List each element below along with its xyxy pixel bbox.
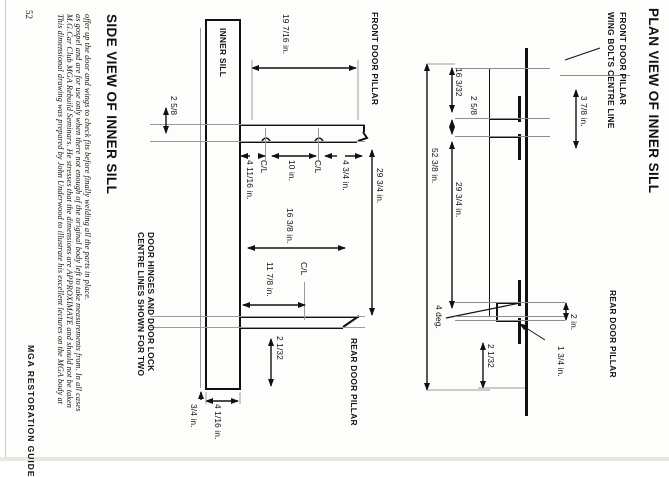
dim-label-16-3-32: 16 3/32 <box>454 68 464 97</box>
plan-ext-line-1 <box>455 68 550 69</box>
side-hinge-notch-1 <box>262 138 270 141</box>
plan-rear-step-top <box>496 302 520 304</box>
side-sill-right-end <box>363 124 365 132</box>
wing-bolts-label: WING BOLTS CENTRE LINE <box>606 12 616 129</box>
plan-ext-line-6 <box>455 320 565 321</box>
plan-front-step-rib-lower <box>518 134 521 160</box>
side-lower-sill-bottom <box>239 327 343 329</box>
side-pillar-bottom-edge <box>205 388 241 390</box>
plan-rear-step-bottom <box>496 320 520 322</box>
side-sill-end-chamfer <box>358 132 367 141</box>
plan-ext-line-3 <box>455 136 550 137</box>
side-lock-centre <box>304 282 305 320</box>
dim-label-4-deg: 4 deg. <box>434 305 444 329</box>
dim-label-3-7-8: 3 7/8 in. <box>579 96 589 127</box>
plan-wing-bolts-leader <box>565 48 600 60</box>
plan-ext-line-5 <box>455 302 565 303</box>
plan-rear-pillar-label: REAR DOOR PILLAR <box>608 290 618 378</box>
dim-label-2-1-32-plan: 2 1/32 <box>486 344 496 368</box>
side-construction-line-lower <box>150 316 365 317</box>
side-lower-sill-top <box>239 316 359 318</box>
dim-label-2in: 2 in. <box>569 314 579 331</box>
side-construction-line-top <box>150 124 365 125</box>
side-dimension-arrows <box>163 0 375 404</box>
plan-rear-rib-lower <box>518 318 521 344</box>
plan-inner-face <box>489 68 490 316</box>
dim-label-2-5-8-plan: 2 5/8 <box>469 96 479 116</box>
plan-view-vector-overlay <box>0 0 669 461</box>
side-construction-line-lower2 <box>150 327 365 328</box>
plan-dimension-arrows <box>424 63 579 391</box>
plan-front-pillar-label: FRONT DOOR PILLAR <box>618 12 628 106</box>
plan-taper-4deg <box>446 303 520 318</box>
plan-rear-rib-upper <box>518 280 521 306</box>
side-view-vector-overlay <box>0 0 669 461</box>
side-pillar-top-edge <box>205 19 241 21</box>
side-pillar-right-edge <box>239 19 241 389</box>
plan-front-step-rib-upper <box>518 96 521 122</box>
side-vertical-reference <box>200 28 201 388</box>
side-hinge-centre-2 <box>318 128 319 160</box>
plan-ext-line-4 <box>455 316 565 317</box>
scan-left-edge <box>0 0 6 461</box>
plan-rear-step-leader <box>519 323 545 340</box>
side-sill-top-face <box>239 124 365 126</box>
dim-label-52-3-8: 52 3/8 in. <box>430 148 440 184</box>
side-construction-line-mid <box>150 141 365 142</box>
scan-bottom-edge <box>0 457 669 461</box>
plan-ext-line-2 <box>455 118 550 119</box>
side-hinge-centre-1 <box>265 128 266 160</box>
plan-wing-bolt-line <box>560 75 630 76</box>
side-sill-bottom-face <box>239 141 357 143</box>
plan-rear-step-left <box>496 302 498 322</box>
side-hinge-notch-2 <box>315 138 323 141</box>
side-rear-taper <box>343 316 359 327</box>
plan-front-step-bottom <box>489 136 520 138</box>
plan-front-step-top <box>489 118 520 120</box>
side-pillar-left-edge <box>205 19 207 389</box>
plan-outer-wall <box>525 48 528 416</box>
dim-label-29-3-4-plan: 29 3/4 in. <box>454 182 464 218</box>
dim-label-1-3-4: 1 3/4 in. <box>556 346 566 377</box>
